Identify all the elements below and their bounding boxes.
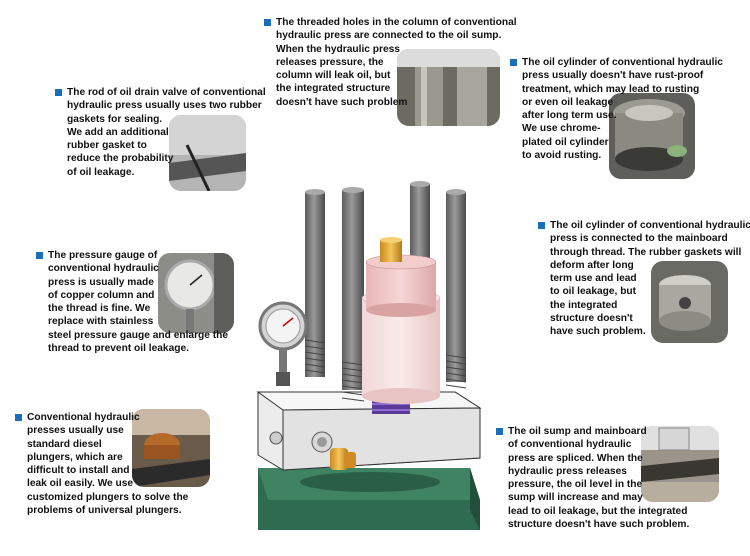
note-text: The oil cylinder of conventional hydraul… [550,220,750,338]
note-column-threaded-holes: The threaded holes in the column of conv… [264,16,517,109]
bullet-icon [510,59,517,66]
bullet-icon [538,222,545,229]
drain-valve-photo [169,115,246,191]
column-leak-photo [397,49,500,126]
note-oil-sump: The oil sump and mainboard of convention… [496,425,690,531]
bullet-icon [264,19,271,26]
note-text: Conventional hydraulic presses usually u… [27,412,189,517]
note-text: The oil sump and mainboard of convention… [508,426,690,531]
cylinder-photo [609,93,695,179]
bullet-icon [496,428,503,435]
gauge-photo [158,253,234,333]
mainboard-thread-photo [651,261,728,343]
oil-cylinder [361,237,441,404]
pressure-gauge [258,301,308,386]
note-plungers: Conventional hydraulic presses usually u… [15,411,189,517]
note-text: The oil cylinder of conventional hydraul… [522,57,723,162]
bullet-icon [15,414,22,421]
note-oil-cylinder-rust: The oil cylinder of conventional hydraul… [510,56,723,162]
note-text: The rod of oil drain valve of convention… [67,87,266,178]
plunger-fitting [330,448,356,470]
note-drain-valve: The rod of oil drain valve of convention… [55,86,266,179]
bullet-icon [55,89,62,96]
bullet-icon [36,252,43,259]
note-cylinder-thread: The oil cylinder of conventional hydraul… [538,219,750,339]
oil-sump-photo [641,426,719,502]
plunger-photo [132,409,210,487]
note-text: The threaded holes in the column of conv… [276,17,517,108]
note-pressure-gauge: The pressure gauge of conventional hydra… [36,249,229,355]
note-text: The pressure gauge of conventional hydra… [48,250,229,355]
